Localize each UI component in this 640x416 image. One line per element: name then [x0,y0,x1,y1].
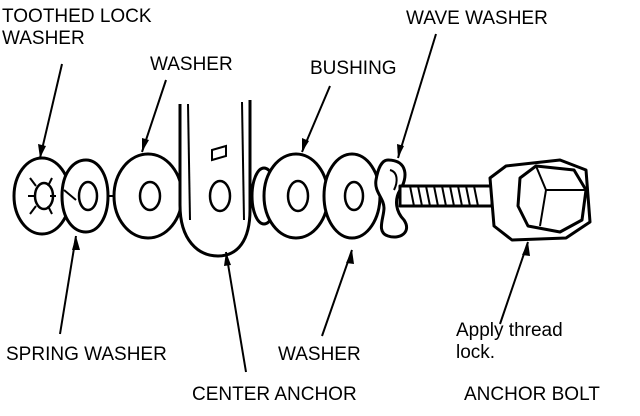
label-washer-bottom: WASHER [278,344,361,365]
washer-left-part [112,152,184,240]
washer-right-part [322,152,382,240]
arrowhead-washer-top [142,138,149,152]
bushing-part [250,152,330,240]
label-toothed-lock-washer: TOOTHED LOCK WASHER [2,6,152,49]
arrowhead-toothed-lock-washer [38,144,46,158]
leader-washer-bottom [321,249,353,337]
arrowhead-wave-washer [397,144,404,158]
label-anchor-bolt: ANCHOR BOLT [464,384,600,405]
arrowhead-washer-bottom [346,250,354,264]
leader-toothed-lock-washer [39,63,63,159]
arrowhead-center-anchor [224,252,231,266]
arrowhead-bushing [302,138,309,152]
label-apply-thread-lock: Apply thread lock. [456,320,563,363]
label-center-anchor: CENTER ANCHOR [192,384,357,405]
leader-wave-washer [397,33,437,159]
leader-center-anchor [225,251,247,373]
label-wave-washer: WAVE WASHER [406,8,548,29]
spring-washer-part [60,158,110,234]
anchor-bolt-part [398,158,592,242]
label-spring-washer: SPRING WASHER [6,344,167,365]
label-washer-top: WASHER [150,54,233,75]
center-anchor-part [178,100,252,258]
arrowhead-anchor-bolt [522,242,530,256]
leader-anchor-bolt [499,241,529,325]
leader-spring-washer [59,235,77,335]
label-bushing: BUSHING [310,58,397,79]
arrowhead-spring-washer [72,236,80,250]
